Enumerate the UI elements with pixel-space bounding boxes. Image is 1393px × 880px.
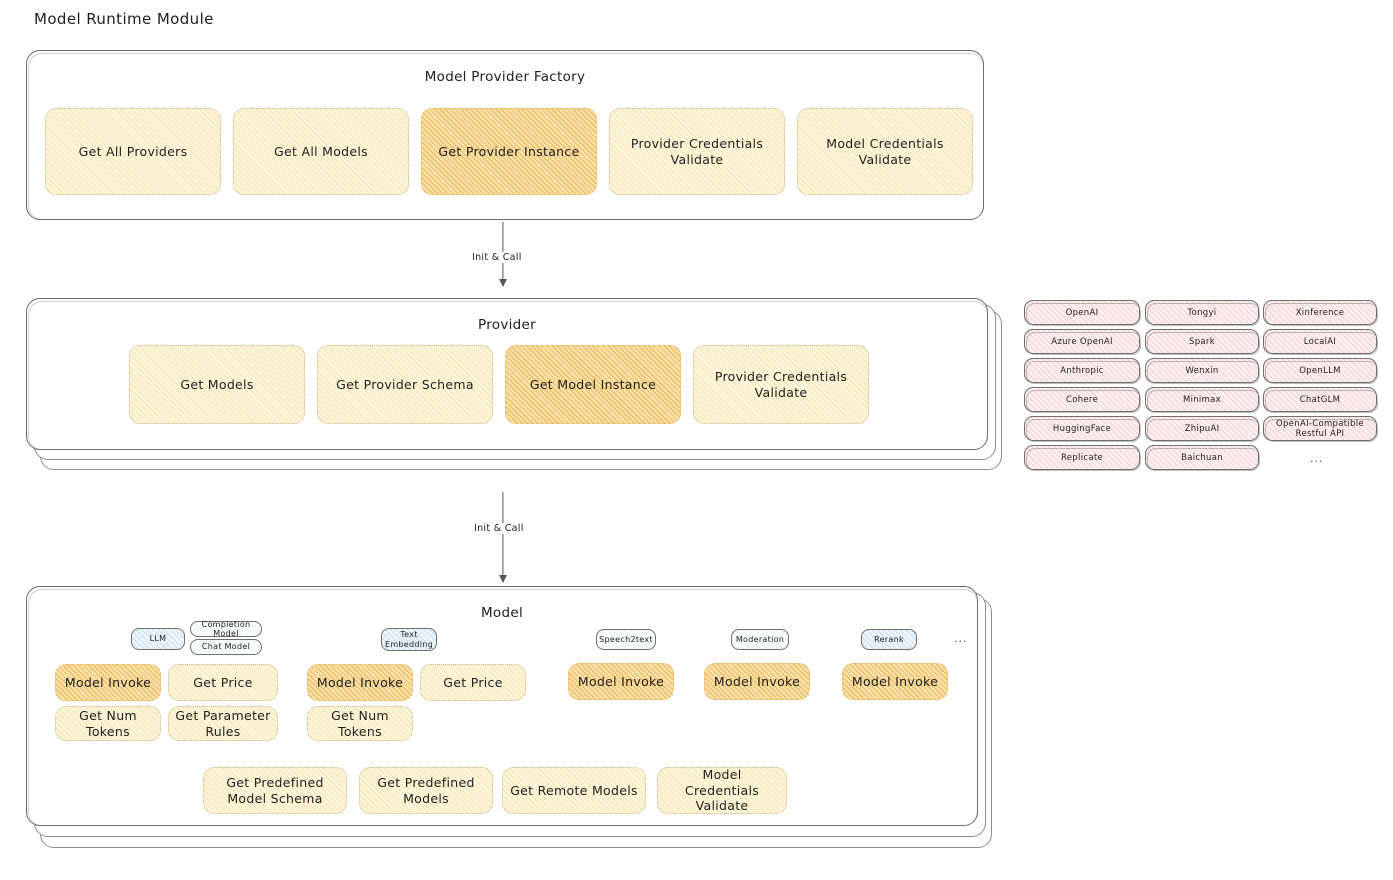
provider-pill-openai-compatible-restful-api[interactable]: OpenAI-Compatible Restful API [1263,416,1378,442]
factory-method-get-provider-instance[interactable]: Get Provider Instance [421,108,597,195]
text-embedding-method-get-num-tokens[interactable]: Get Num Tokens [307,706,413,741]
provider-method-get-provider-schema[interactable]: Get Provider Schema [317,345,493,424]
provider-pill-baichuan[interactable]: Baichuan [1145,445,1260,471]
factory-method-get-all-providers[interactable]: Get All Providers [45,108,221,195]
model-types-more-indicator: ... [954,632,968,645]
llm-method-get-parameter-rules[interactable]: Get Parameter Rules [168,706,278,741]
provider-pill-openllm[interactable]: OpenLLM [1263,358,1378,384]
model-subtype-badge-chat-model[interactable]: Chat Model [190,639,262,655]
provider-pill-wenxin[interactable]: Wenxin [1145,358,1260,384]
provider-pill-minimax[interactable]: Minimax [1145,387,1260,413]
model-type-badge-moderation[interactable]: Moderation [731,629,789,650]
provider-title: Provider [478,317,536,333]
provider-pill-xinference[interactable]: Xinference [1263,300,1378,326]
text-embedding-method-model-invoke[interactable]: Model Invoke [307,664,413,701]
provider-pill-azure-openai[interactable]: Azure OpenAI [1024,329,1141,355]
provider-pill-tongyi[interactable]: Tongyi [1145,300,1260,326]
arrow-line [502,492,504,582]
factory-method-get-all-models[interactable]: Get All Models [233,108,409,195]
llm-method-model-invoke[interactable]: Model Invoke [55,664,161,701]
provider-method-get-model-instance[interactable]: Get Model Instance [505,345,681,424]
model-shared-method-model-credentials-validate[interactable]: Model Credentials Validate [657,767,787,814]
arrow-head-icon [499,279,507,287]
model-type-badge-text-embedding[interactable]: Text Embedding [381,628,437,651]
arrow-head-icon [499,575,507,583]
provider-pill-chatglm[interactable]: ChatGLM [1263,387,1378,413]
provider-pill-cohere[interactable]: Cohere [1024,387,1141,413]
llm-method-get-price[interactable]: Get Price [168,664,278,701]
provider-pill-localai[interactable]: LocalAI [1263,329,1378,355]
model-provider-factory-panel: Model Provider Factory Get All Providers… [26,50,984,220]
llm-method-get-num-tokens[interactable]: Get Num Tokens [55,706,161,741]
provider-pill-zhipuai[interactable]: ZhipuAI [1145,416,1260,442]
provider-panel: Provider Get Models Get Provider Schema … [26,298,988,450]
model-subtype-badge-completion-model[interactable]: Completion Model [190,620,262,638]
model-shared-method-get-predefined-model-schema[interactable]: Get Predefined Model Schema [203,767,347,814]
provider-method-get-models[interactable]: Get Models [129,345,305,424]
factory-method-provider-credentials-validate[interactable]: Provider Credentials Validate [609,108,785,195]
speech2text-method-model-invoke[interactable]: Model Invoke [568,663,674,700]
model-shared-method-get-predefined-models[interactable]: Get Predefined Models [359,767,493,814]
model-type-badge-llm[interactable]: LLM [131,628,185,650]
provider-method-provider-credentials-validate[interactable]: Provider Credentials Validate [693,345,869,424]
provider-list-more-indicator: ... [1310,452,1324,465]
rerank-method-model-invoke[interactable]: Model Invoke [842,663,948,700]
provider-pill-openai[interactable]: OpenAI [1024,300,1141,326]
provider-pill-spark[interactable]: Spark [1145,329,1260,355]
arrow-label-init-call-2: Init & Call [470,523,528,534]
model-shared-method-get-remote-models[interactable]: Get Remote Models [502,767,646,814]
factory-title: Model Provider Factory [424,69,586,85]
moderation-method-model-invoke[interactable]: Model Invoke [704,663,810,700]
provider-pill-replicate[interactable]: Replicate [1024,445,1141,471]
provider-pill-anthropic[interactable]: Anthropic [1024,358,1141,384]
model-type-badge-rerank[interactable]: Rerank [861,629,917,650]
page-title: Model Runtime Module [34,10,214,28]
model-panel: Model LLM Completion Model Chat Model Mo… [26,586,978,826]
text-embedding-method-get-price[interactable]: Get Price [420,664,526,701]
model-title: Model [480,605,524,621]
arrow-provider-to-model [495,492,511,583]
provider-pill-huggingface[interactable]: HuggingFace [1024,416,1141,442]
arrow-label-init-call-1: Init & Call [468,252,526,263]
model-type-badge-speech2text[interactable]: Speech2text [596,629,656,650]
factory-method-model-credentials-validate[interactable]: Model Credentials Validate [797,108,973,195]
